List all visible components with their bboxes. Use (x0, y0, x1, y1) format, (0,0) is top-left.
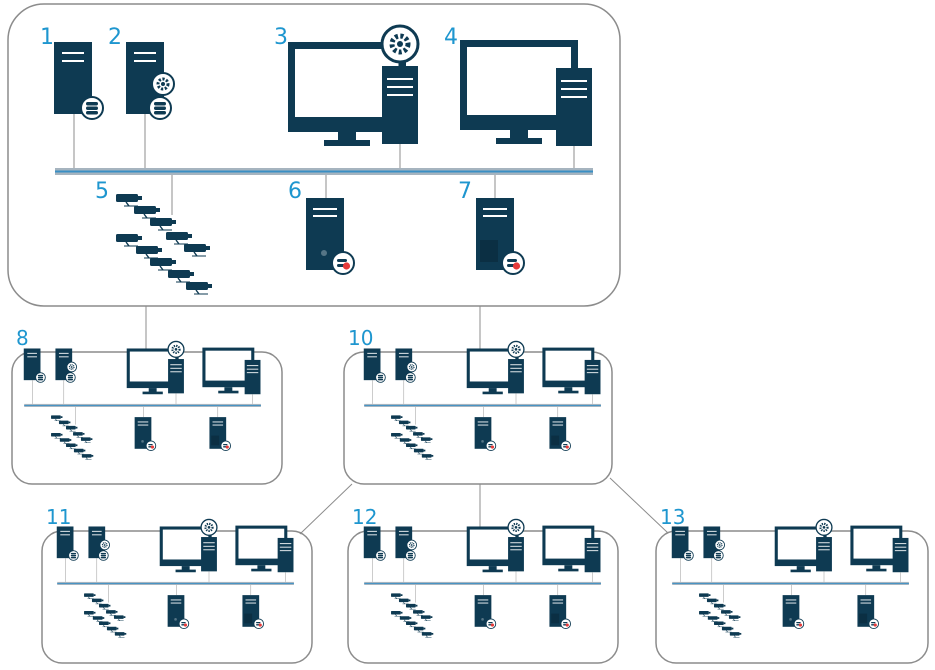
site-10: 10 (343, 326, 613, 485)
label-11: 11 (46, 505, 71, 529)
site-12: 12 (347, 505, 619, 664)
label-5: 5 (95, 179, 109, 204)
site-10-devices (364, 341, 601, 459)
label-3: 3 (274, 25, 288, 50)
label-12: 12 (352, 505, 377, 529)
link-10-to-11 (299, 483, 353, 535)
label-2: 2 (108, 25, 122, 50)
main-site-devices (54, 26, 593, 294)
label-7: 7 (458, 179, 472, 204)
label-8: 8 (16, 326, 29, 350)
label-4: 4 (444, 25, 458, 50)
link-10-to-13 (609, 477, 669, 534)
label-6: 6 (288, 179, 302, 204)
site-13-devices (672, 519, 909, 637)
main-site: 1 2 3 4 5 6 7 (7, 3, 621, 307)
site-8: 8 (11, 326, 283, 485)
site-12-devices (364, 519, 601, 637)
label-10: 10 (348, 326, 373, 350)
label-1: 1 (40, 25, 54, 50)
site-11-devices (57, 519, 294, 637)
site-13: 13 (655, 505, 929, 664)
site-8-devices (24, 341, 261, 459)
site-11: 11 (41, 505, 313, 664)
main-site-frame (7, 3, 621, 307)
label-13: 13 (660, 505, 685, 529)
